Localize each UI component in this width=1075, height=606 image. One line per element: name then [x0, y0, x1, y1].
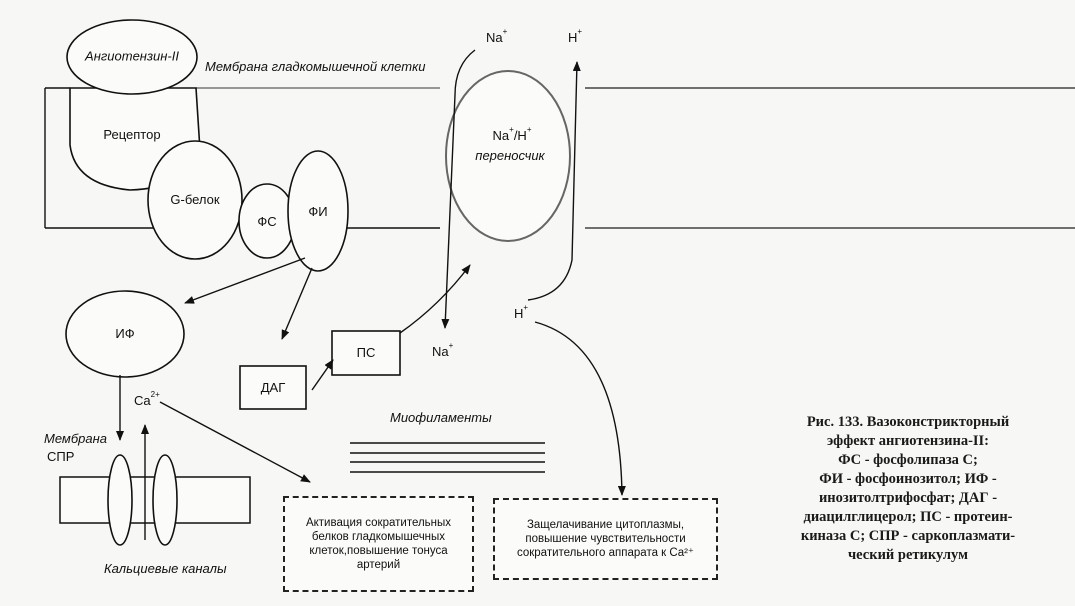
calcium-channels-label: Кальциевые каналы — [104, 561, 227, 576]
dag-box — [239, 365, 307, 410]
receptor-label: Рецептор — [103, 127, 160, 142]
inositol-triphosphate — [65, 290, 185, 378]
cell-membrane — [44, 87, 1075, 229]
caption-line: ФИ - фосфоинозитол; ИФ - — [819, 471, 997, 487]
activation-line: белков гладкомышечных — [311, 531, 446, 543]
angiotensin-ii — [66, 19, 198, 95]
na-bottom-label: Na+ — [432, 341, 454, 359]
ip-label: ИФ — [115, 326, 134, 341]
alkalization-line: сократительного аппарата к Ca²⁺ — [516, 547, 694, 559]
arrow-dag-to-pk — [311, 359, 334, 391]
myofilaments-label: Миофиламенты — [390, 410, 492, 425]
myofilament-lines — [350, 442, 545, 473]
na-top-label: Na+ — [486, 27, 508, 45]
pk-label: ПС — [357, 345, 376, 360]
arrow-na-in — [441, 49, 476, 329]
arrow-pi-to-ip — [184, 257, 306, 304]
caption-line: ческий ретикулум — [847, 547, 968, 563]
activation-line: Активация сократительных — [305, 517, 452, 529]
g-protein-label: G-белок — [170, 192, 220, 207]
exchanger-label-line2: переносчик — [475, 148, 545, 163]
ca-label: Ca2+ — [134, 390, 160, 408]
alkalization-line: повышение чувствительности — [525, 533, 686, 545]
alkalization-box: Защелачивание цитоплазмы, повышение чувс… — [493, 498, 718, 580]
h-bottom-label: H+ — [514, 303, 528, 321]
dag-label: ДАГ — [261, 380, 286, 395]
spr-membrane-label-1: Мембрана — [44, 431, 107, 446]
caption-line: киназа С; СПР - саркоплазмати- — [800, 528, 1016, 544]
protein-kinase-box — [331, 330, 401, 376]
exchanger-label-line1: Na+/H+ — [493, 125, 532, 143]
spr-membrane-label-2: СПР — [47, 449, 74, 464]
g-protein — [147, 140, 243, 260]
caption-line: диацилглицерол; ПС - протеин- — [803, 509, 1013, 525]
activation-line: артерий — [356, 559, 401, 571]
pi-label: ФИ — [308, 204, 327, 219]
figure-caption: Рис. 133. Вазоконстрикторный эффект анги… — [752, 413, 1064, 565]
phosphoinositol — [287, 150, 349, 272]
caption-line: ФС - фосфолипаза С; — [838, 452, 978, 468]
arrow-pk-to-exchanger — [399, 264, 471, 334]
activation-box: Активация сократительных белков гладкомы… — [283, 496, 474, 592]
alkalization-line: Защелачивание цитоплазмы, — [526, 519, 685, 531]
spr-membrane — [59, 454, 251, 546]
arrow-pi-to-dag — [281, 267, 313, 340]
caption-line: эффект ангиотензина-II: — [826, 433, 990, 449]
caption-line: инозитолтрифосфат; ДАГ - — [818, 490, 998, 506]
caption-line: Рис. 133. Вазоконстрикторный — [806, 414, 1010, 430]
membrane-label: Мембрана гладкомышечной клетки — [205, 59, 425, 74]
na-h-exchanger — [445, 70, 571, 242]
activation-line: клеток,повышение тонуса — [309, 545, 448, 557]
arrow-h-to-alkalization — [534, 321, 626, 496]
ps-label: ФС — [257, 214, 276, 229]
arrow-h-out — [527, 61, 581, 301]
angiotensin-label: Ангиотензин-II — [84, 48, 179, 63]
h-top-label: H+ — [568, 27, 582, 45]
arrows — [116, 49, 626, 540]
arrow-ca-to-activation — [159, 401, 311, 483]
